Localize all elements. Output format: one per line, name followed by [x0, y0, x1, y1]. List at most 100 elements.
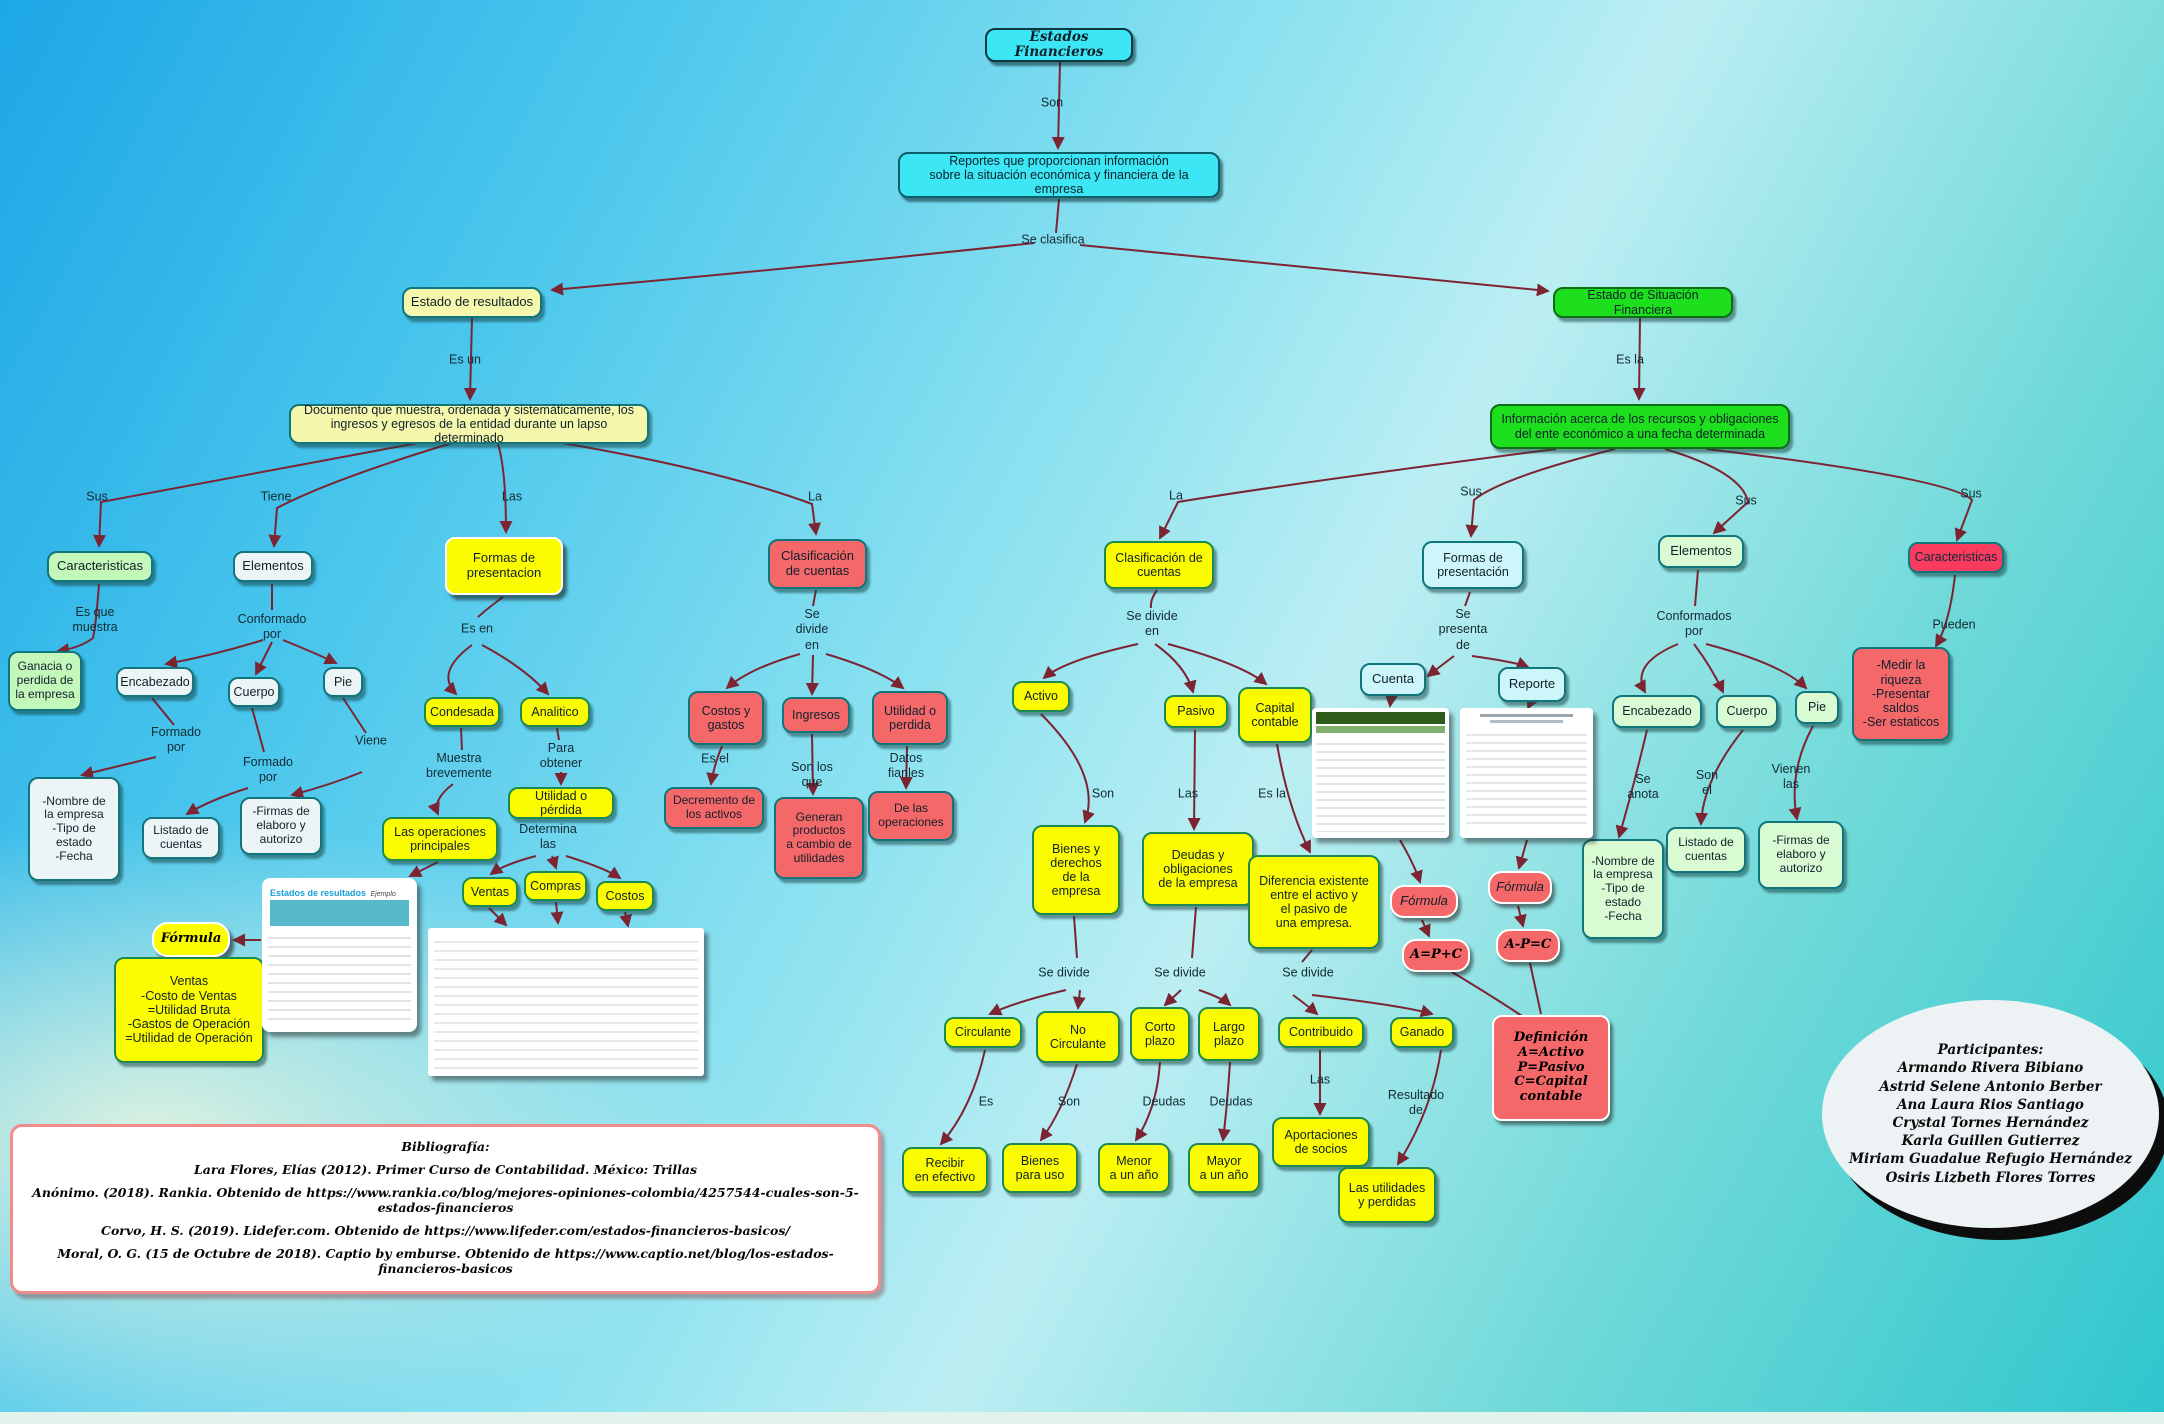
node-formas-presentacion-der[interactable]: Formas de presentación [1422, 541, 1524, 589]
edge-label-se-presenta-de: Se presenta de [1438, 607, 1488, 652]
node-elementos-izq[interactable]: Elementos [233, 551, 313, 582]
node-deudas-y-obligaciones[interactable]: Deudas y obligaciones de la empresa [1142, 832, 1254, 906]
node-las-utilidades-y-perdidas[interactable]: Las utilidades y perdidas [1338, 1167, 1436, 1223]
edge-label-sus-r3: Sus [1960, 486, 1982, 501]
node-formula-cuenta[interactable]: Fórmula [1390, 885, 1458, 918]
node-formula-a-p-c[interactable]: A=P+C [1402, 939, 1470, 972]
node-generan-productos[interactable]: Generan productos a cambio de utilidades [774, 797, 864, 879]
node-firmas-der[interactable]: -Firmas de elaboro y autorizo [1758, 821, 1844, 889]
balance-cuenta-example-image[interactable] [1312, 708, 1449, 838]
reporte-subtitle-line [1490, 720, 1563, 723]
node-activo[interactable]: Activo [1012, 681, 1070, 712]
node-corto-plazo[interactable]: Corto plazo [1130, 1007, 1190, 1061]
node-menor-a-un-anio[interactable]: Menor a un año [1098, 1143, 1170, 1193]
node-ventas[interactable]: Ventas [462, 877, 518, 907]
node-costos-y-gastos[interactable]: Costos y gastos [688, 691, 764, 745]
node-de-las-operaciones[interactable]: De las operaciones [868, 791, 954, 841]
node-listado-cuentas-izq[interactable]: Listado de cuentas [142, 817, 220, 859]
node-utilidad-o-perdida[interactable]: Utilidad o pérdida [508, 787, 614, 819]
node-no-circulante[interactable]: No Circulante [1036, 1011, 1120, 1063]
income-statement-example-image[interactable]: Estados de resultados Ejemplo [262, 878, 417, 1032]
node-capital-contable[interactable]: Capital contable [1238, 687, 1312, 743]
edge-label-la-r: La [1169, 488, 1183, 503]
node-nombre-empresa-der[interactable]: -Nombre de la empresa -Tipo de estado -F… [1582, 839, 1664, 939]
node-medir-riqueza[interactable]: -Medir la riqueza -Presentar saldos -Ser… [1852, 647, 1950, 741]
edge-label-se-divide-en-l: Se divide en [795, 607, 829, 652]
participant-name: Osiris Lizbeth Flores Torres [1885, 1169, 2096, 1186]
node-analitico[interactable]: Analitico [520, 697, 590, 727]
participant-name: Ana Laura Rios Santiago [1897, 1096, 2084, 1113]
node-definicion[interactable]: Definición A=Activo P=Pasivo C=Capital c… [1492, 1015, 1610, 1121]
node-clasificacion-cuentas-izq[interactable]: Clasificación de cuentas [768, 539, 867, 589]
edge-label-resultado-de: Resultado de [1387, 1087, 1445, 1117]
edge-label-se-anota: Se anota [1627, 771, 1659, 801]
node-documento[interactable]: Documento que muestra, ordenada y sistem… [289, 403, 649, 445]
node-firmas-izq[interactable]: -Firmas de elaboro y autorizo [240, 797, 322, 855]
node-formula-izq[interactable]: Fórmula [152, 922, 230, 957]
node-condesada[interactable]: Condesada [424, 697, 500, 727]
node-bienes-y-derechos[interactable]: Bienes y derechos de la empresa [1032, 825, 1120, 915]
participants-title: Participantes: [1937, 1042, 2044, 1059]
node-estados-financieros[interactable]: Estados Financieros [985, 28, 1133, 62]
edge-label-las-2: Las [1309, 1072, 1331, 1087]
participant-name: Armando Rivera Bibiano [1897, 1060, 2084, 1077]
node-ingresos[interactable]: Ingresos [782, 697, 850, 733]
edge-label-las-1: Las [1177, 786, 1199, 801]
node-cuerpo-izq[interactable]: Cuerpo [228, 677, 280, 707]
reporte-example-image[interactable] [1460, 708, 1593, 838]
node-recibir-en-efectivo[interactable]: Recibir en efectivo [902, 1147, 988, 1193]
edge-label-deudas-1: Deudas [1142, 1094, 1186, 1109]
participant-name: Karla Guillen Gutierrez [1901, 1133, 2080, 1150]
node-elementos-der[interactable]: Elementos [1658, 535, 1744, 568]
node-aportaciones-socios[interactable]: Aportaciones de socios [1272, 1117, 1370, 1167]
node-contribuido[interactable]: Contribuido [1278, 1017, 1364, 1048]
node-utilidad-o-perdida-cuentas[interactable]: Utilidad o perdida [872, 691, 948, 745]
participant-name: Miriam Guadalue Refugio Hernández [1849, 1151, 2132, 1168]
node-compras[interactable]: Compras [524, 871, 587, 901]
node-las-operaciones-principales[interactable]: Las operaciones principales [382, 817, 498, 861]
node-pie-der[interactable]: Pie [1795, 691, 1839, 724]
node-cuenta[interactable]: Cuenta [1360, 663, 1426, 696]
edge-label-sus-l: Sus [86, 489, 108, 504]
spreadsheet-example-image[interactable] [428, 928, 704, 1076]
edge-label-son: Son [1040, 95, 1064, 110]
node-bienes-para-uso[interactable]: Bienes para uso [1002, 1143, 1078, 1193]
edge-label-viene: Viene [355, 733, 387, 748]
node-diferencia-existente[interactable]: Diferencia existente entre el activo y e… [1248, 855, 1380, 949]
node-mayor-a-un-anio[interactable]: Mayor a un año [1188, 1143, 1260, 1193]
node-reporte[interactable]: Reporte [1498, 667, 1566, 702]
node-formula-a-menos-p[interactable]: A-P=C [1496, 929, 1560, 962]
node-formula-reporte[interactable]: Fórmula [1488, 871, 1552, 904]
node-largo-plazo[interactable]: Largo plazo [1198, 1007, 1260, 1061]
node-cuerpo-der[interactable]: Cuerpo [1716, 695, 1778, 728]
node-caracteristicas-izq[interactable]: Caracteristicas [47, 551, 153, 582]
node-ganacia-o-perdida[interactable]: Ganacia o perdida de la empresa [8, 651, 82, 711]
node-costos[interactable]: Costos [596, 881, 654, 911]
node-decremento-activos[interactable]: Decremento de los activos [664, 787, 764, 829]
node-listado-cuentas-der[interactable]: Listado de cuentas [1666, 827, 1746, 873]
node-estado-situacion-financiera[interactable]: Estado de Situación Financiera [1553, 287, 1733, 318]
income-example-tag: Ejemplo [370, 891, 396, 898]
node-ganado[interactable]: Ganado [1390, 1017, 1454, 1048]
node-caracteristicas-der[interactable]: Caracteristicas [1908, 542, 2004, 573]
node-estado-de-resultados[interactable]: Estado de resultados [402, 287, 542, 318]
node-encabezado-izq[interactable]: Encabezado [116, 667, 194, 697]
node-circulante[interactable]: Circulante [944, 1017, 1022, 1048]
income-example-header-band [270, 900, 409, 926]
node-nombre-empresa-izq[interactable]: -Nombre de la empresa -Tipo de estado -F… [28, 777, 120, 881]
reporte-rows [1466, 728, 1587, 830]
edge-label-se-divide-1: Se divide [1038, 965, 1090, 980]
node-informacion-recursos[interactable]: Información acerca de los recursos y obl… [1490, 404, 1790, 449]
node-reportes[interactable]: Reportes que proporcionan información so… [898, 152, 1220, 198]
node-pasivo[interactable]: Pasivo [1164, 695, 1228, 728]
edge-label-es-la-1: Es la [1616, 352, 1644, 367]
edge-label-conformado-por: Conformado por [237, 611, 307, 641]
node-formas-presentacion-izq[interactable]: Formas de presentacion [445, 537, 563, 595]
bibliography-line: Lara Flores, Elías (2012). Primer Curso … [193, 1162, 698, 1177]
node-formula-detalle[interactable]: Ventas -Costo de Ventas =Utilidad Bruta … [114, 957, 264, 1063]
node-pie-izq[interactable]: Pie [323, 667, 363, 697]
edge-label-se-divide-2: Se divide [1154, 965, 1206, 980]
edge-label-se-divide-3: Se divide [1282, 965, 1334, 980]
node-encabezado-der[interactable]: Encabezado [1612, 695, 1702, 728]
node-clasificacion-cuentas-der[interactable]: Clasificación de cuentas [1104, 541, 1214, 589]
